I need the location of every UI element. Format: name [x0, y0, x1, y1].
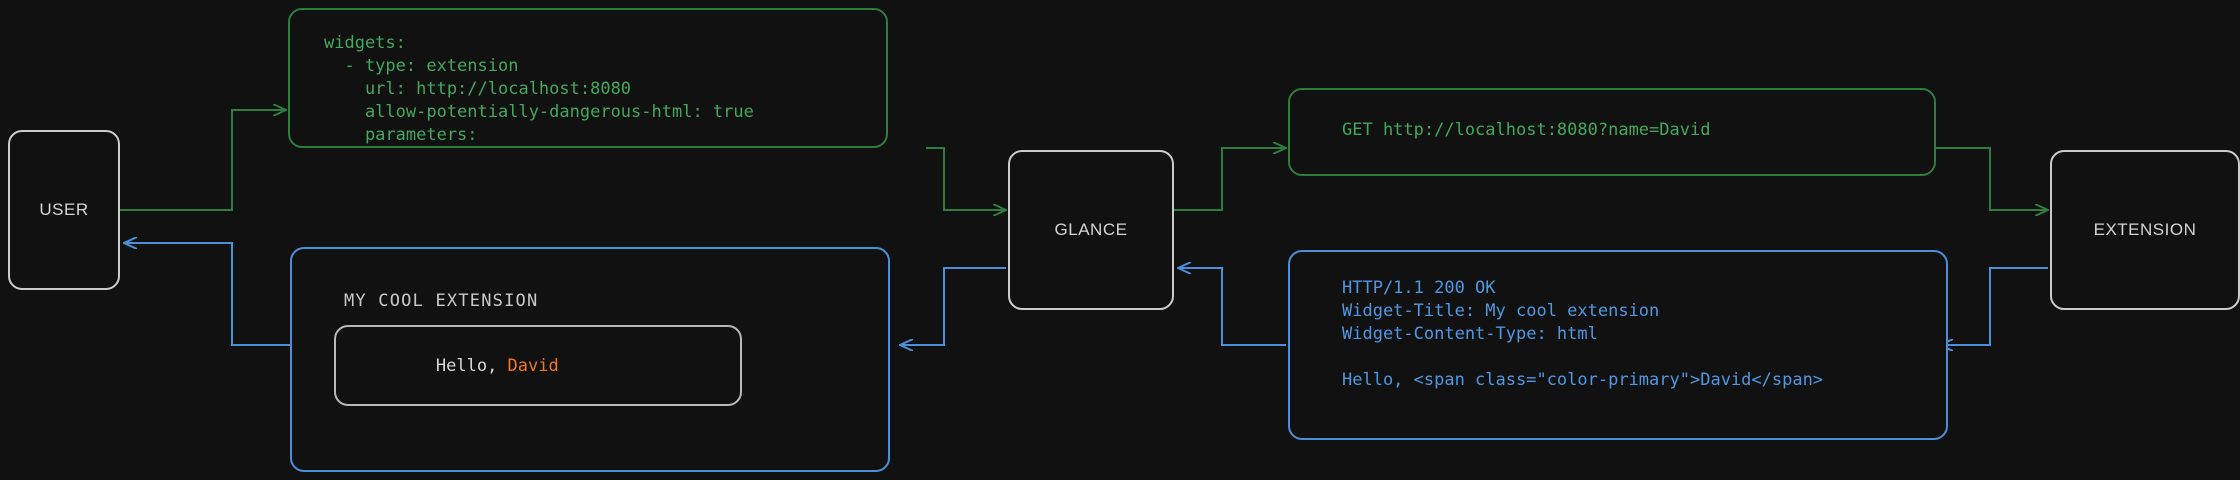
rendered-widget-body-accent: David	[507, 355, 559, 376]
edge-glance-to-request	[1174, 148, 1286, 211]
message-config-yaml: widgets: - type: extension url: http://l…	[288, 8, 888, 148]
edge-glance-to-widget	[900, 267, 1006, 345]
node-extension-label: EXTENSION	[2093, 220, 2197, 239]
http-request-text: GET http://localhost:8080?name=David	[1342, 120, 1711, 140]
edge-config-to-glance-main	[926, 147, 1006, 210]
rendered-widget-card: Hello, David	[334, 325, 742, 406]
rendered-widget-title: MY COOL EXTENSION	[344, 291, 539, 311]
edge-user-to-config	[120, 110, 286, 211]
node-glance[interactable]: GLANCE	[1008, 150, 1174, 310]
message-http-request: GET http://localhost:8080?name=David	[1288, 88, 1936, 176]
node-user-label: USER	[39, 200, 89, 219]
edge-widget-to-user	[124, 243, 290, 346]
edge-request-to-extension	[1936, 147, 2048, 210]
node-glance-label: GLANCE	[1054, 220, 1128, 239]
rendered-widget-body: Hello, David	[354, 336, 559, 396]
rendered-widget-body-prefix: Hello,	[435, 355, 508, 376]
node-user[interactable]: USER	[8, 130, 120, 290]
config-yaml-text: widgets: - type: extension url: http://l…	[324, 33, 754, 145]
message-http-response: HTTP/1.1 200 OK Widget-Title: My cool ex…	[1288, 250, 1948, 440]
http-response-text: HTTP/1.1 200 OK Widget-Title: My cool ex…	[1342, 278, 1824, 390]
edge-response-to-glance	[1178, 268, 1286, 346]
node-extension[interactable]: EXTENSION	[2050, 150, 2240, 310]
message-rendered-widget: MY COOL EXTENSION Hello, David	[290, 247, 890, 472]
edge-extension-to-response	[1940, 267, 2048, 345]
